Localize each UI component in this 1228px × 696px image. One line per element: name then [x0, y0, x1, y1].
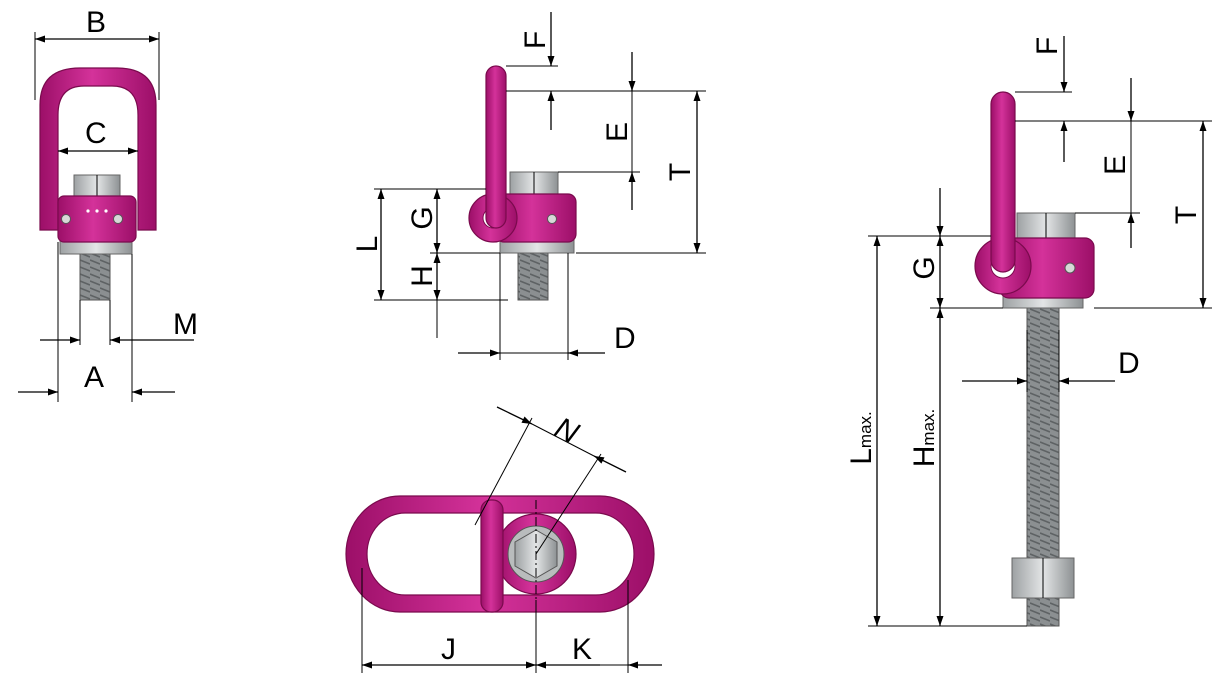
long-label-lmax: Lmax.: [845, 411, 878, 465]
side-label-f: F: [519, 31, 552, 49]
front-label-b: B: [86, 6, 106, 39]
side-label-l: L: [351, 236, 384, 253]
long-label-t: T: [1170, 206, 1203, 224]
top-bow-arm: [480, 499, 504, 613]
front-label-a: A: [84, 361, 104, 394]
side-label-g: G: [406, 206, 439, 229]
front-thread: [79, 251, 111, 301]
side-thread: [517, 251, 549, 301]
top-label-j: J: [441, 633, 456, 666]
front-view: B C M A: [18, 6, 198, 402]
side-label-h: H: [406, 265, 439, 287]
long-bow-arm: [990, 91, 1016, 273]
side-label-e: E: [601, 122, 634, 142]
front-label-c: C: [85, 117, 107, 150]
side-label-d: D: [614, 322, 636, 355]
front-bow: [39, 67, 157, 231]
side-label-t: T: [664, 163, 697, 181]
long-bolt-view: F E T G D Lmax. Hmax.: [845, 36, 1212, 627]
side-view: F E T L G H D: [351, 12, 706, 360]
long-label-hmax: Hmax.: [908, 409, 941, 468]
long-label-e: E: [1099, 155, 1132, 175]
top-view: N J K: [345, 406, 662, 673]
side-bow-arm: [485, 65, 507, 229]
long-label-g: G: [908, 256, 941, 279]
front-swivel-body: [57, 195, 137, 243]
top-label-n: N: [550, 411, 584, 450]
top-label-k: K: [572, 633, 592, 666]
top-ring: [345, 495, 655, 613]
long-label-f: F: [1031, 37, 1064, 55]
front-label-m: M: [173, 308, 198, 341]
long-label-d: D: [1118, 347, 1140, 380]
